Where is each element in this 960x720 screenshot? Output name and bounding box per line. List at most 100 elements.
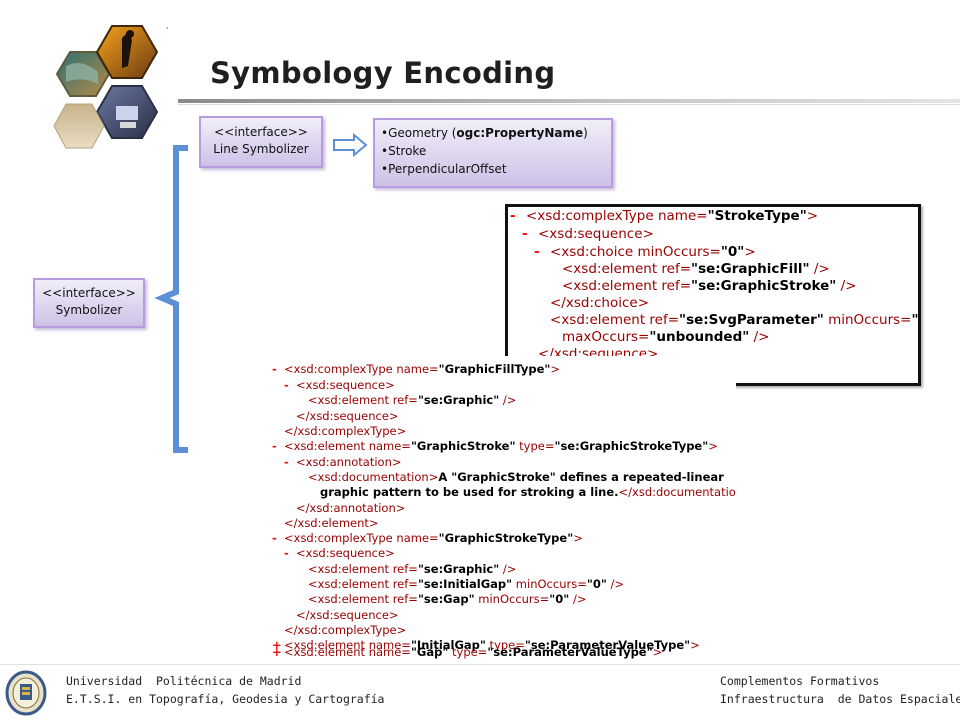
- xsd-value: "se:GraphicFill": [691, 261, 810, 277]
- xsd-code-line: <xsd:sequence>: [296, 378, 395, 392]
- xsd-attribute: name=: [657, 208, 708, 224]
- footer-subject: Infraestructura de Datos Espaciales: [720, 692, 960, 706]
- property-stroke: Stroke: [381, 142, 605, 160]
- collapse-toggle-icon[interactable]: -: [272, 531, 277, 545]
- xsd-tag: minOccurs=: [474, 592, 550, 606]
- xsd-tag: <xsd:element: [308, 393, 393, 407]
- line-symbolizer-properties-box: Geometry (ogc:PropertyName) Stroke Perpe…: [373, 118, 613, 188]
- xsd-tag: >: [550, 362, 561, 376]
- xsd-code-line: <xsd:element ref="se:GraphicFill" />: [562, 261, 830, 277]
- xsd-value: "0": [586, 577, 607, 591]
- xsd-value: "se:GraphicStroke": [691, 278, 837, 294]
- xsd-tag: <xsd:element: [308, 577, 393, 591]
- xsd-code-line: </xsd:element>: [284, 517, 379, 530]
- xsd-tag: </xsd:choice>: [550, 295, 650, 311]
- xsd-attribute: ref=: [392, 592, 418, 606]
- xsd-tag: <xsd:complexType: [284, 362, 397, 376]
- property-geometry-type: ogc:PropertyName: [456, 126, 584, 140]
- xsd-code-line: <xsd:element ref="se:Graphic" />: [308, 562, 516, 576]
- xsd-code-line: <xsd:sequence>: [296, 547, 395, 560]
- xsd-tag: type=: [448, 645, 488, 659]
- xsd-code-line: </xsd:complexType>: [284, 624, 406, 637]
- expand-toggle-icon[interactable]: +: [272, 638, 282, 652]
- xsd-code-line: <xsd:documentation>A "GraphicStroke" def…: [308, 470, 724, 484]
- xsd-documentation-text: graphic pattern to be used for stroking …: [320, 485, 619, 499]
- xsd-value: "se:Graphic": [417, 562, 500, 576]
- xsd-value: "se:Graphic": [417, 393, 500, 407]
- xsd-attribute: name=: [396, 362, 439, 376]
- xsd-value: "GraphicStrokeType": [438, 531, 574, 545]
- xsd-documentation-text: A "GraphicStroke" defines a repeated-lin…: [438, 470, 724, 484]
- xsd-tag: </xsd:annotation>: [296, 501, 406, 515]
- logo-hexagon-montage: ,: [53, 22, 169, 149]
- collapse-toggle-icon[interactable]: -: [284, 455, 289, 469]
- xsd-tag: minOccurs=: [823, 312, 912, 328]
- xsd-graphic-stroke-panel: -<xsd:complexType name="GraphicFillType"…: [264, 356, 736, 662]
- xsd-tag: <xsd:element: [562, 261, 662, 277]
- xsd-code-line: </xsd:sequence>: [296, 409, 399, 423]
- xsd-value: "se:Gap": [417, 592, 475, 606]
- xsd-tag: <xsd:sequence>: [296, 378, 395, 392]
- collapse-toggle-icon[interactable]: -: [284, 546, 289, 560]
- xsd-tag: <xsd:complexType: [284, 531, 397, 545]
- xsd-tag: <xsd:element: [284, 645, 369, 659]
- xsd-code-line: <xsd:element ref="se:GraphicStroke" />: [562, 278, 857, 294]
- xsd-tag: <xsd:complexType: [526, 208, 658, 224]
- xsd-tag: <xsd:sequence>: [538, 226, 654, 242]
- xsd-code-line: </xsd:annotation>: [296, 501, 406, 515]
- xsd-code-line: <xsd:complexType name="GraphicStrokeType…: [284, 531, 583, 545]
- xsd-code-line: <xsd:annotation>: [296, 455, 402, 469]
- xsd-tag: <xsd:element: [284, 638, 369, 652]
- xsd-tag: >: [806, 208, 819, 224]
- collapse-toggle-icon[interactable]: -: [522, 226, 528, 242]
- xsd-attribute: maxOccurs=: [562, 329, 650, 345]
- xsd-tag: </xsd:documentation>: [618, 485, 736, 499]
- footer-course: Complementos Formativos: [720, 674, 880, 688]
- xsd-value: "GraphicFillType": [438, 362, 551, 376]
- collapse-toggle-icon[interactable]: -: [510, 208, 516, 224]
- symbolizer-label: Symbolizer: [55, 303, 123, 317]
- collapse-toggle-icon[interactable]: -: [272, 439, 277, 453]
- xsd-tag: </xsd:sequence>: [296, 608, 399, 622]
- xsd-code-line: <xsd:element ref="se:Gap" minOccurs="0" …: [308, 592, 587, 606]
- expand-toggle-icon[interactable]: +: [272, 645, 282, 659]
- xsd-value: "0": [911, 312, 919, 328]
- xsd-attribute: ref=: [649, 312, 680, 328]
- page-title: Symbology Encoding: [210, 56, 556, 90]
- xsd-attribute: name=: [368, 439, 411, 453]
- collapse-toggle-icon[interactable]: -: [284, 378, 289, 392]
- xsd-tag: />: [749, 329, 770, 345]
- xsd-value: "0": [549, 592, 570, 606]
- xsd-value: "0": [720, 244, 745, 260]
- xsd-code-line: graphic pattern to be used for stroking …: [320, 485, 736, 499]
- xsd-attribute: ref=: [661, 278, 692, 294]
- xsd-tag: <xsd:annotation>: [296, 455, 402, 469]
- xsd-code-line: <xsd:element name="GraphicStroke" type="…: [284, 439, 718, 453]
- xsd-code-line: </xsd:complexType>: [284, 425, 406, 438]
- xsd-tag: type=: [485, 638, 525, 652]
- xsd-value: "GraphicStroke": [410, 439, 516, 453]
- collapse-toggle-icon[interactable]: -: [272, 362, 277, 376]
- xsd-attribute: ref=: [392, 393, 418, 407]
- xsd-value: "se:GraphicStrokeType": [554, 439, 709, 453]
- xsd-tag: >: [652, 645, 663, 659]
- xsd-tag: />: [606, 577, 625, 591]
- xsd-code-line: <xsd:choice minOccurs="0">: [550, 244, 756, 260]
- xsd-code-line: </xsd:sequence>: [296, 608, 399, 622]
- footer-school: E.T.S.I. en Topografía, Geodesia y Carto…: [66, 692, 385, 706]
- xsd-tag: </xsd:sequence>: [296, 409, 399, 423]
- xsd-value: "se:InitialGap": [417, 577, 513, 591]
- line-symbolizer-stereotype: <<interface>>: [214, 125, 308, 139]
- xsd-attribute: ref=: [661, 261, 692, 277]
- xsd-code-line: maxOccurs="unbounded" />: [562, 329, 770, 345]
- xsd-tag: type=: [515, 439, 555, 453]
- xsd-value: "Gap": [410, 645, 449, 659]
- xsd-value: "unbounded": [649, 329, 750, 345]
- collapse-toggle-icon[interactable]: -: [534, 244, 540, 260]
- line-symbolizer-label: Line Symbolizer: [213, 142, 309, 156]
- xsd-code-line: <xsd:element ref="se:Graphic" />: [308, 393, 516, 407]
- xsd-attribute: ref=: [392, 562, 418, 576]
- xsd-tag: <xsd:element: [284, 439, 369, 453]
- xsd-tag: />: [569, 592, 587, 606]
- line-symbolizer-box: <<interface>> Line Symbolizer: [199, 116, 323, 168]
